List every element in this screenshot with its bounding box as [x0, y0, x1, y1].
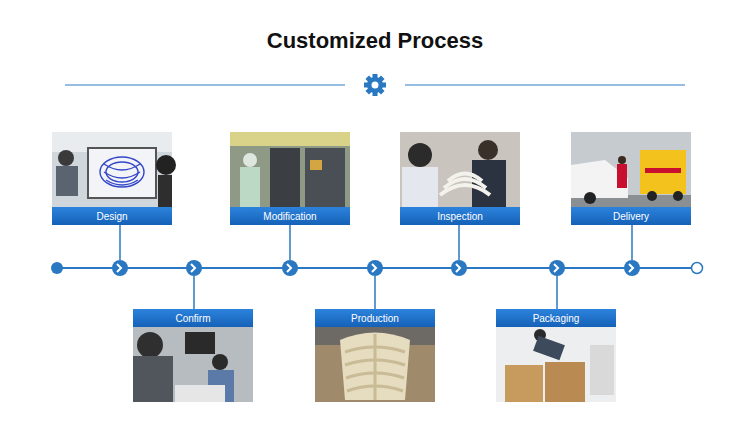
production-photo — [315, 327, 435, 402]
delivery-photo — [571, 132, 691, 207]
step-label-bar: Inspection — [400, 207, 520, 225]
step-label-bar: Delivery — [571, 207, 691, 225]
step-label: Confirm — [175, 313, 210, 324]
step-label-bar: Confirm — [133, 309, 253, 327]
step-label: Production — [351, 313, 399, 324]
step-label: Inspection — [437, 211, 483, 222]
stems — [120, 225, 632, 309]
gear-icon — [364, 74, 386, 96]
timeline-chevrons — [112, 260, 640, 276]
header-rule — [65, 85, 345, 86]
step-label: Delivery — [613, 211, 649, 222]
diagram-title: Customized Process — [0, 28, 750, 54]
timeline-start — [51, 262, 63, 274]
confirm-photo — [133, 327, 253, 402]
step-label: Modification — [263, 211, 316, 222]
header-rule — [405, 85, 685, 86]
step-label-bar: Production — [315, 309, 435, 327]
packaging-photo — [496, 327, 616, 402]
step-label: Packaging — [533, 313, 580, 324]
step-label-bar: Modification — [230, 207, 350, 225]
step-label-bar: Packaging — [496, 309, 616, 327]
timeline-end — [692, 263, 703, 274]
design-photo — [52, 132, 176, 207]
inspection-photo — [400, 132, 520, 207]
chevron-marks — [117, 264, 633, 272]
step-label: Design — [96, 211, 127, 222]
step-label-bar: Design — [52, 207, 172, 225]
modification-photo — [230, 132, 350, 207]
